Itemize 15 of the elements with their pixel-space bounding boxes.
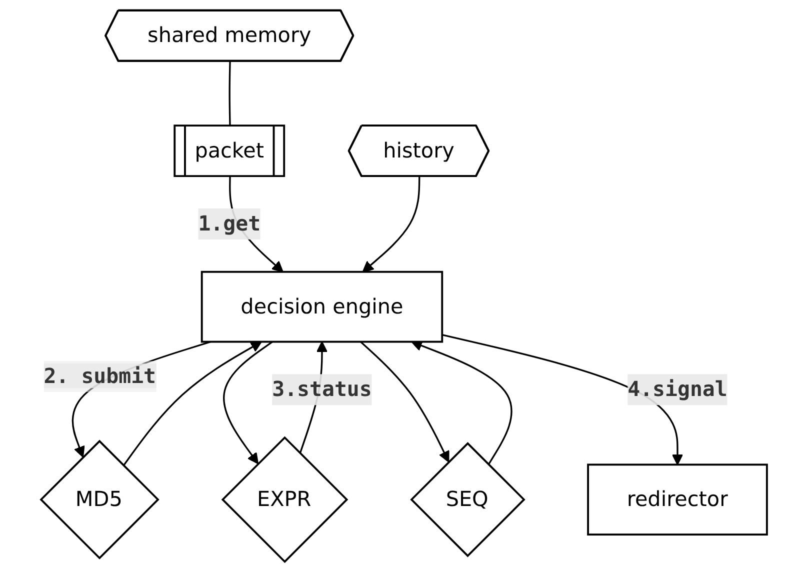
node-diamond: SEQ [410, 442, 526, 558]
node-box: redirector [587, 464, 768, 536]
node-box: decision engine [200, 270, 444, 343]
node-diamond: MD5 [40, 440, 160, 560]
arrow [223, 341, 273, 464]
edge-label: 4.signal [628, 376, 728, 402]
edge-label: 2. submit [44, 364, 156, 388]
arrow [122, 341, 262, 466]
arrow [360, 341, 450, 462]
connector [228, 61, 231, 126]
arrow [411, 340, 512, 466]
node-diamond: EXPR [221, 436, 348, 564]
edge-label: 3.status [272, 376, 372, 402]
arrow [362, 176, 420, 272]
edge-label: 1.get [198, 211, 261, 236]
